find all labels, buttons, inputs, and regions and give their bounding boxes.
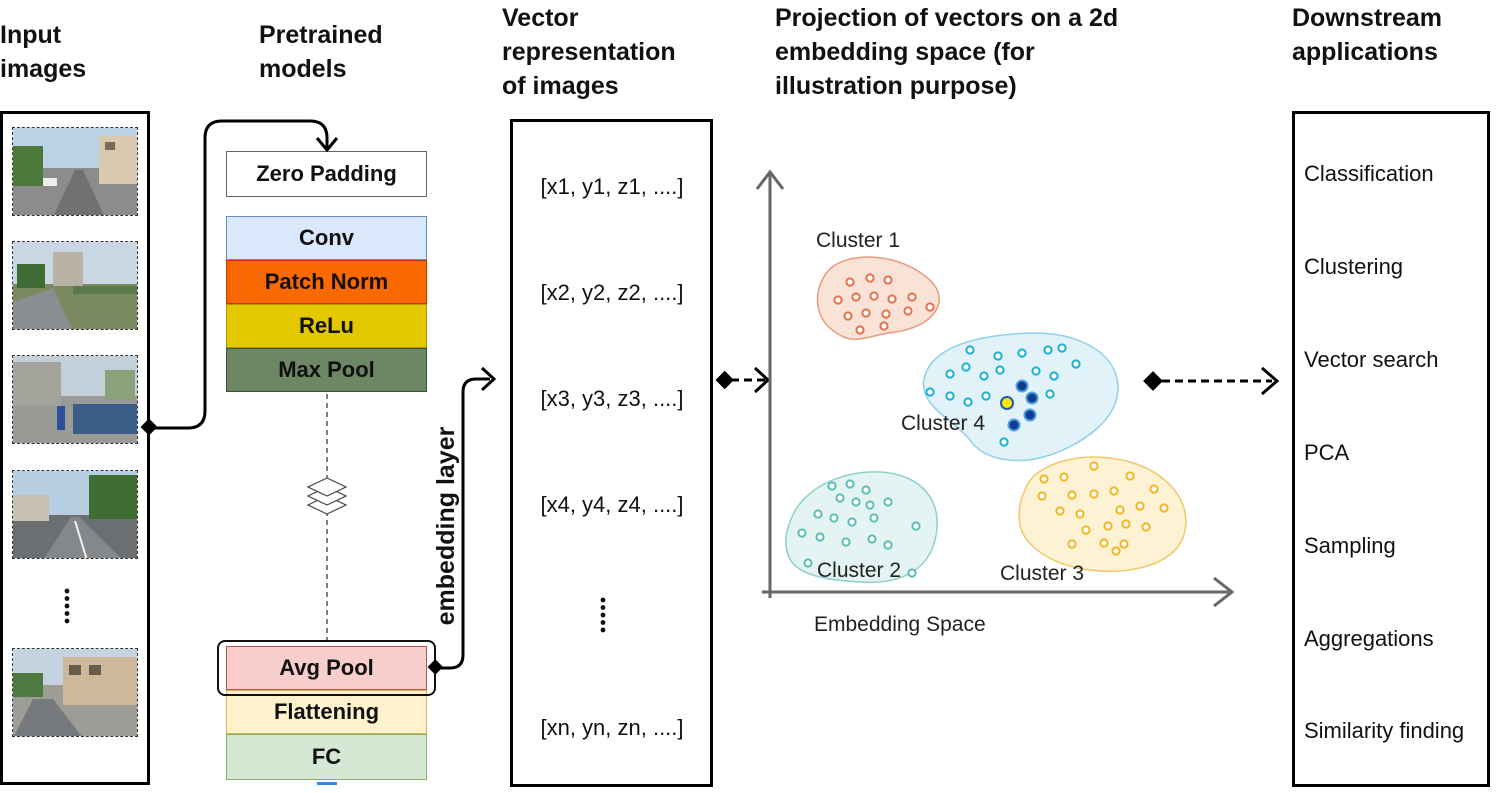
cluster-3-blob (1018, 456, 1187, 572)
vector-3: [x3, y3, z3, ....] (540, 386, 684, 411)
cluster-2-blob (785, 471, 938, 584)
vector-1: [x1, y1, z1, ....] (540, 174, 684, 199)
zero-padding-layer: Zero Padding (226, 151, 427, 197)
street-image-1 (12, 127, 138, 216)
cluster-4-label: Cluster 4 (901, 412, 986, 435)
avg-pool-layer: Avg Pool (226, 646, 427, 690)
conv-layer: Conv (226, 216, 427, 260)
app-vector-search: Vector search (1304, 347, 1439, 372)
street-image-5 (12, 648, 138, 737)
cluster-2-label: Cluster 2 (817, 559, 902, 582)
app-pca: PCA (1304, 440, 1350, 465)
cluster-2-points (797, 479, 921, 578)
fc-small-marker (317, 782, 337, 785)
cluster-1-points (833, 273, 935, 335)
cluster-3-points (1037, 461, 1169, 556)
x-axis-arrowhead (1213, 576, 1235, 608)
max-pool-layer: Max Pool (226, 348, 427, 392)
embedding-arrowhead (480, 366, 497, 392)
app-sampling: Sampling (1304, 533, 1396, 558)
app-clustering: Clustering (1304, 254, 1404, 279)
vector-representation-panel (510, 119, 713, 787)
more-vectors-ellipsis (600, 597, 606, 638)
input-to-model-arrowhead (315, 137, 339, 153)
downstream-applications-panel (1292, 111, 1490, 787)
embedding-space-axis-label: Embedding Space (814, 613, 986, 636)
projection-to-downstream-arrowhead (1261, 366, 1280, 396)
input-connector-diamond (140, 418, 158, 436)
app-aggregations: Aggregations (1304, 626, 1434, 651)
street-image-4 (12, 470, 138, 559)
patch-norm-layer: Patch Norm (226, 260, 427, 304)
embedding-to-vector-connector (436, 377, 490, 670)
flattening-layer: Flattening (226, 690, 427, 734)
street-image-3 (12, 355, 138, 444)
vector-2: [x2, y2, z2, ....] (540, 280, 684, 305)
layers-stack-icon (306, 477, 348, 515)
embedding-connector-diamond (427, 659, 444, 675)
cluster-4-points (925, 343, 1081, 447)
query-point (1000, 396, 1014, 410)
input-to-model-connector (150, 119, 329, 430)
cluster-3-label: Cluster 3 (1000, 562, 1085, 585)
y-axis-arrowhead (755, 169, 785, 190)
vector-n: [xn, yn, zn, ....] (540, 715, 684, 740)
app-similarity-finding: Similarity finding (1304, 718, 1465, 743)
relu-layer: ReLu (226, 304, 427, 348)
vector-4: [x4, y4, z4, ....] (540, 492, 684, 517)
projection-to-downstream-diamond (1143, 371, 1163, 391)
app-classification: Classification (1304, 161, 1434, 186)
vector-to-projection-diamond (715, 370, 734, 390)
fc-layer: FC (226, 734, 427, 780)
cluster-1-label: Cluster 1 (816, 229, 901, 252)
more-images-ellipsis (64, 588, 70, 629)
cluster-4-blob (922, 332, 1119, 462)
street-image-2 (12, 241, 138, 330)
cluster-4-neighbor-points (1007, 379, 1039, 432)
vector-to-projection-arrowhead (753, 366, 771, 394)
